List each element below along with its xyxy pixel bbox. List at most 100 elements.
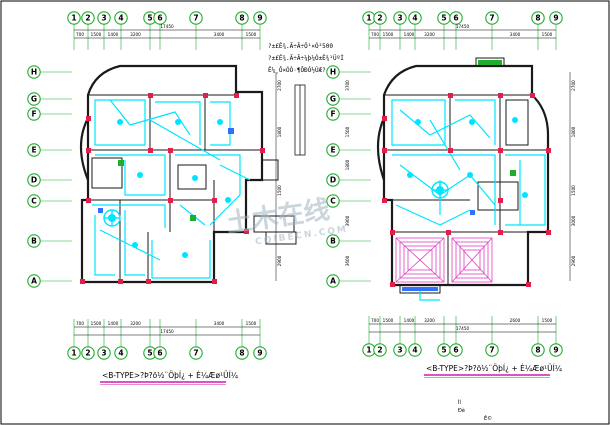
left-plan-wiring <box>92 99 251 279</box>
dim-right-0-1: 1800 <box>277 126 282 137</box>
axis-side-1-6: B <box>330 237 336 246</box>
axis-top-0-8: 9 <box>257 14 262 23</box>
dim-bottom-0-4: 3400 <box>214 321 225 326</box>
axis-side-0-0: H <box>31 68 37 77</box>
dim-bottom-0-1: 1500 <box>91 321 102 326</box>
axis-bottom-1-4: 5 <box>441 346 446 355</box>
axis-side-1-1-bubble <box>326 92 340 106</box>
axis-side-1-7-bubble <box>326 274 340 288</box>
axis-side-0-4: D <box>31 176 37 185</box>
dim-bottom-0-0: 700 <box>76 321 84 326</box>
axis-bottom-0-7: 8 <box>239 349 244 358</box>
axis-side-1-0-bubble <box>326 65 340 79</box>
axis-top-1-5-bubble <box>449 11 463 25</box>
axis-bottom-1-1-bubble <box>373 343 387 357</box>
dim-right-0-0: 2700 <box>277 80 282 91</box>
axis-bottom-1-3-bubble <box>408 343 422 357</box>
axis-bottom-1-2: 3 <box>397 346 402 355</box>
right-plan-ceiling-fan <box>431 181 449 199</box>
axis-bottom-0-4: 5 <box>147 349 152 358</box>
dim-bottom-1-0: 700 <box>371 318 379 323</box>
dim-bottom-0-2: 1400 <box>108 321 119 326</box>
axis-bottom-1-7-bubble <box>531 343 545 357</box>
axis-side-1-3: E <box>330 146 335 155</box>
dim-right-1-3: 2900 <box>571 255 576 266</box>
axis-side-1-3-bubble <box>326 143 340 157</box>
axis-top-0-5-bubble <box>153 11 167 25</box>
axis-side-0-6: B <box>31 237 37 246</box>
right-plan-terrace-left <box>395 237 445 283</box>
dim-left-1-0: 3700 <box>345 80 350 91</box>
axis-bottom-0-0: 1 <box>71 349 76 358</box>
dim-bottom-0-3: 3200 <box>130 321 141 326</box>
right-plan-title-group: <B-TYPE>?Þ?ö½¨ÖþÍ¿ + È¼Æø¹ÜÍ¼ <box>424 364 563 378</box>
dim-top-1-1: 1500 <box>383 32 394 37</box>
axis-top-0-8-bubble <box>253 11 267 25</box>
dim-top-0-1: 1500 <box>91 32 102 37</box>
dim-top-1-5: 1500 <box>542 32 553 37</box>
right-plan-walls <box>376 64 550 287</box>
axis-top-1-2-bubble <box>393 11 407 25</box>
axis-side-0-3-bubble <box>27 143 41 157</box>
dim-right-0-3: 2900 <box>277 255 282 266</box>
left-plan-title: <B-TYPE>?Þ?ö½¨ÖþÍ¿ + È¼Æø¹ÜÍ¼ <box>102 371 239 380</box>
left-plan-columns <box>80 93 265 284</box>
axis-side-0-1-bubble <box>27 92 41 106</box>
dim-top-total-1: 17450 <box>456 24 470 29</box>
axis-side-1-5-bubble <box>326 194 340 208</box>
right-plan-wiring <box>391 99 546 301</box>
dim-top-1-4: 3400 <box>510 32 521 37</box>
dim-top-0-2: 1400 <box>108 32 119 37</box>
axis-top-1-5: 6 <box>453 14 458 23</box>
axis-top-1-8: 9 <box>553 14 558 23</box>
axis-top-0-7-bubble <box>235 11 249 25</box>
footer-mark-3: Ê© <box>484 414 492 422</box>
dim-top-0-0: 700 <box>76 32 84 37</box>
axis-top-1-0: 1 <box>366 14 371 23</box>
dim-bottom-total-1: 17450 <box>456 326 470 331</box>
left-plan-walls <box>79 64 264 284</box>
axis-side-0-6-bubble <box>27 234 41 248</box>
axis-top-0-1-bubble <box>81 11 95 25</box>
axis-top-1-7: 8 <box>535 14 540 23</box>
axis-bottom-0-6-bubble <box>189 346 203 360</box>
axis-bottom-1-8-bubble <box>549 343 563 357</box>
axis-side-0-3: E <box>31 146 36 155</box>
dim-top-0-5: 1500 <box>246 32 257 37</box>
axis-bottom-1-3: 4 <box>412 346 417 355</box>
dim-right-1-2: 1500 <box>571 185 576 196</box>
dim-left-1-3: 3900 <box>345 215 350 226</box>
dim-bottom-1-3: 3200 <box>424 318 435 323</box>
left-plan-partitions <box>88 94 297 282</box>
footer-mark-2: Ðè <box>458 407 465 414</box>
axis-top-0-6-bubble <box>189 11 203 25</box>
axis-top-0-0-bubble <box>67 11 81 25</box>
dim-top-total-0: 17450 <box>160 24 174 29</box>
footer-mark-1: Ìî <box>458 399 461 406</box>
axis-side-1-4: D <box>330 176 336 185</box>
dim-top-0-4: 3400 <box>214 32 225 37</box>
dim-bottom-1-2: 1400 <box>404 318 415 323</box>
axis-bottom-0-0-bubble <box>67 346 81 360</box>
axis-side-1-2: F <box>330 110 335 119</box>
axis-top-1-1: 2 <box>377 14 382 23</box>
axis-bottom-0-8: 9 <box>257 349 262 358</box>
plan-notes: ?±£Ê¾.Ã÷Ã÷Ö¹×Ó²500 ?±£Ê¾.Ã÷Ã÷¼þ¼Ó±Ê¾¹ÜºÍ… <box>268 42 344 74</box>
axis-side-1-4-bubble <box>326 173 340 187</box>
axis-side-1-2-bubble <box>326 107 340 121</box>
axis-top-1-6: 7 <box>489 14 494 23</box>
axis-top-0-0: 1 <box>71 14 76 23</box>
axis-top-1-2: 3 <box>397 14 402 23</box>
axis-bottom-0-8-bubble <box>253 346 267 360</box>
right-plan-partitions <box>384 57 548 294</box>
axis-side-0-4-bubble <box>27 173 41 187</box>
axis-bottom-1-7: 8 <box>535 346 540 355</box>
axis-top-0-3: 4 <box>118 14 123 23</box>
axis-top-1-7-bubble <box>531 11 545 25</box>
axis-top-0-5: 6 <box>157 14 162 23</box>
left-plan-ceiling-fan <box>103 209 121 227</box>
left-plan-riser <box>294 84 306 156</box>
axis-side-1-1: G <box>330 95 336 104</box>
axis-top-0-6: 7 <box>193 14 198 23</box>
